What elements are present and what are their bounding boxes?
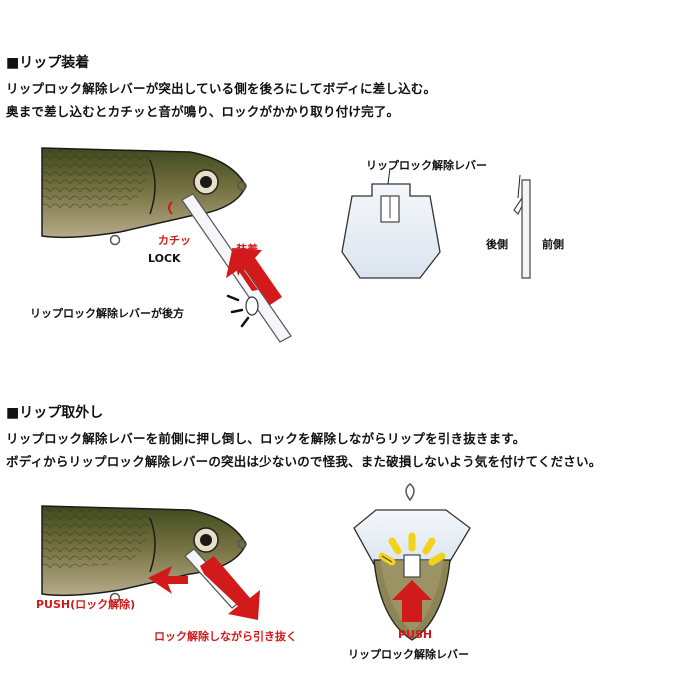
lip-side-diagram	[513, 174, 531, 279]
front-label: 前側	[542, 238, 564, 251]
lure-side-view-install	[41, 147, 292, 343]
push-unlock-label: PUSH(ロック解除)	[36, 598, 136, 611]
lever-label-remove: リップロック解除レバー	[348, 648, 469, 661]
lever-label-install: リップロック解除レバー	[366, 159, 487, 172]
install-instruction-2: 奥まで差し込むとカチッと音が鳴り、ロックがかかり取り付け完了。	[6, 104, 400, 119]
pull-out-label: ロック解除しながら引き抜く	[154, 630, 297, 643]
install-instruction-1: リップロック解除レバーが突出している側を後ろにしてボディに差し込む。	[6, 81, 437, 96]
rear-label: 後側	[486, 238, 508, 251]
attach-label: 装着	[236, 243, 258, 256]
push-label: PUSH	[398, 628, 433, 641]
lip-front-diagram	[341, 167, 441, 279]
remove-instruction-1: リップロック解除レバーを前側に押し倒し、ロックを解除しながらリップを引き抜きます…	[6, 431, 526, 446]
lure-side-view-remove	[41, 505, 260, 620]
remove-heading: ■リップ取外し	[6, 405, 104, 421]
remove-instruction-2: ボディからリップロック解除レバーの突出は少ないので怪我、また破損しないよう気を付…	[6, 454, 602, 469]
lock-label: LOCK	[148, 252, 181, 265]
lip-push-diagram	[353, 483, 471, 641]
lever-back-label: リップロック解除レバーが後方	[30, 307, 184, 320]
install-heading: ■リップ装着	[6, 55, 90, 71]
click-label: カチッ	[158, 234, 191, 247]
